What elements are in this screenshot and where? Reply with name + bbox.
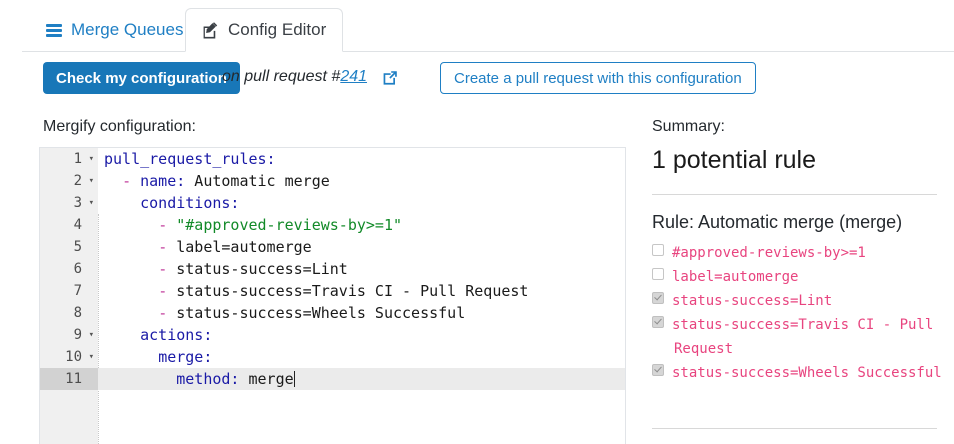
rule-conditions-list: #approved-reviews-by>=1 label=automerge st…	[652, 241, 942, 385]
editor-code-area[interactable]: pull_request_rules: - name: Automatic me…	[98, 148, 625, 444]
summary-label: Summary:	[652, 118, 725, 135]
code-line-4[interactable]: - "#approved-reviews-by>=1"	[98, 214, 625, 236]
code-token	[104, 172, 122, 190]
editor-gutter[interactable]: 1▾2▾3▾ 4 5 6 7 8 9▾10▾11	[40, 148, 98, 444]
condition-label: label=automerge	[672, 269, 799, 285]
tab-config-editor-label: Config Editor	[228, 20, 327, 39]
code-token	[104, 304, 158, 322]
code-line-10[interactable]: merge:	[98, 346, 625, 368]
tab-config-editor[interactable]: Config Editor	[185, 8, 344, 52]
tab-bar: Merge Queues Config Editor	[0, 0, 954, 52]
code-token	[104, 348, 158, 366]
code-token: method:	[176, 370, 240, 388]
code-token: label=automerge	[176, 238, 312, 256]
code-token: pull_request_rules:	[104, 150, 276, 168]
indent-guide	[98, 214, 99, 444]
code-token: Automatic merge	[185, 172, 330, 190]
code-token: -	[122, 172, 141, 190]
text-cursor	[293, 371, 295, 387]
code-line-5[interactable]: - label=automerge	[98, 236, 625, 258]
edit-pencil-icon	[202, 21, 219, 39]
code-token: merge:	[158, 348, 213, 366]
condition-item: #approved-reviews-by>=1	[652, 241, 942, 265]
condition-label: status-success=Travis CI - Pull Request	[672, 317, 934, 357]
gutter-line-9[interactable]: 9▾	[40, 324, 98, 346]
summary-divider-bottom	[652, 428, 937, 429]
code-token	[104, 282, 158, 300]
condition-checkbox-checked[interactable]	[652, 316, 664, 328]
tab-merge-queues-label: Merge Queues	[71, 20, 184, 39]
code-token: -	[158, 216, 177, 234]
gutter-line-1[interactable]: 1▾	[40, 148, 98, 170]
code-line-2[interactable]: - name: Automatic merge	[98, 170, 625, 192]
condition-item: status-success=Lint	[652, 289, 942, 313]
condition-checkbox-unchecked[interactable]	[652, 268, 664, 280]
mergify-configuration-label: Mergify configuration:	[43, 118, 196, 135]
pull-request-note-prefix: on pull request #	[222, 68, 341, 85]
yaml-code-editor[interactable]: 1▾2▾3▾ 4 5 6 7 8 9▾10▾11 pull_request_rules: -…	[39, 147, 626, 444]
code-token: status-success=Travis CI - Pull Request	[176, 282, 529, 300]
code-line-9[interactable]: actions:	[98, 324, 625, 346]
fold-toggle-icon[interactable]: ▾	[88, 330, 94, 340]
fold-toggle-icon[interactable]: ▾	[88, 154, 94, 164]
condition-label: status-success=Lint	[672, 293, 833, 309]
external-link-icon[interactable]	[382, 70, 398, 86]
create-pull-request-button[interactable]: Create a pull request with this configur…	[440, 62, 756, 94]
gutter-line-10[interactable]: 10▾	[40, 346, 98, 368]
tab-bar-divider	[22, 51, 954, 52]
code-line-3[interactable]: conditions:	[98, 192, 625, 214]
code-line-6[interactable]: - status-success=Lint	[98, 258, 625, 280]
condition-label: #approved-reviews-by>=1	[672, 245, 866, 261]
summary-divider-top	[652, 194, 937, 195]
condition-checkbox-checked[interactable]	[652, 364, 664, 376]
code-token	[104, 260, 158, 278]
hamburger-icon	[46, 23, 62, 37]
gutter-line-5[interactable]: 5	[73, 239, 82, 255]
tab-merge-queues[interactable]: Merge Queues	[30, 8, 199, 52]
code-token: merge	[239, 370, 294, 388]
code-token: -	[158, 282, 177, 300]
fold-toggle-icon[interactable]: ▾	[88, 198, 94, 208]
fold-toggle-icon[interactable]: ▾	[88, 176, 94, 186]
code-token: name:	[140, 172, 186, 190]
gutter-line-6[interactable]: 6	[73, 261, 82, 277]
code-token: -	[158, 238, 177, 256]
code-token: conditions:	[140, 194, 240, 212]
pull-request-number-link[interactable]: 241	[340, 68, 368, 85]
code-token	[104, 370, 176, 388]
summary-panel: Summary: 1 potential rule Rule: Automati…	[652, 0, 954, 444]
fold-toggle-icon[interactable]: ▾	[88, 352, 94, 362]
gutter-line-2[interactable]: 2▾	[40, 170, 98, 192]
code-token: actions:	[140, 326, 213, 344]
gutter-line-3[interactable]: 3▾	[40, 192, 98, 214]
code-token	[104, 216, 158, 234]
code-token: status-success=Lint	[176, 260, 348, 278]
code-token: "#approved-reviews-by>=1"	[176, 216, 403, 234]
condition-label: status-success=Wheels Successful	[672, 365, 942, 381]
gutter-line-8[interactable]: 8	[73, 305, 82, 321]
condition-item: status-success=Wheels Successful	[652, 361, 942, 385]
code-token	[104, 238, 158, 256]
code-line-1[interactable]: pull_request_rules:	[98, 148, 625, 170]
rule-title: Rule: Automatic merge (merge)	[652, 212, 903, 232]
code-line-7[interactable]: - status-success=Travis CI - Pull Reques…	[98, 280, 625, 302]
gutter-line-11[interactable]: 11	[40, 368, 98, 390]
gutter-line-4[interactable]: 4	[73, 217, 82, 233]
code-line-8[interactable]: - status-success=Wheels Successful	[98, 302, 625, 324]
code-token	[104, 326, 140, 344]
condition-item: label=automerge	[652, 265, 942, 289]
condition-checkbox-checked[interactable]	[652, 292, 664, 304]
code-line-11[interactable]: method: merge	[98, 368, 625, 390]
code-token: -	[158, 260, 177, 278]
pull-request-note: on pull request #241	[222, 68, 367, 86]
condition-item: status-success=Travis CI - Pull Request	[652, 313, 942, 361]
action-toolbar: Check my configuration on pull request #…	[0, 62, 954, 98]
code-token: status-success=Wheels Successful	[176, 304, 466, 322]
check-configuration-button[interactable]: Check my configuration	[43, 62, 240, 94]
summary-headline: 1 potential rule	[652, 146, 817, 174]
condition-checkbox-unchecked[interactable]	[652, 244, 664, 256]
gutter-line-7[interactable]: 7	[73, 283, 82, 299]
code-token: -	[158, 304, 177, 322]
code-token	[104, 194, 140, 212]
